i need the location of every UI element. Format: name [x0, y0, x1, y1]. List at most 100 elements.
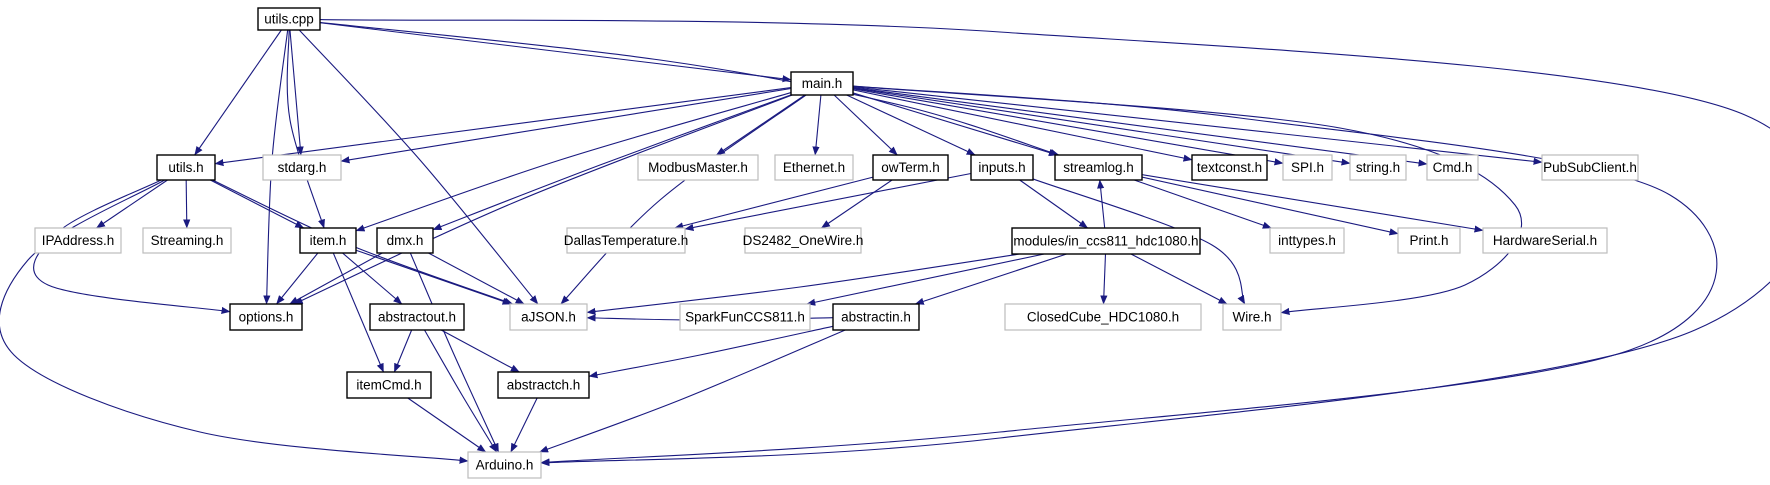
node-box [262, 154, 342, 181]
node-modbusmaster_h: ModbusMaster.h [637, 154, 759, 181]
node-box[interactable] [346, 371, 432, 399]
node-sparkfunccs811_h: SparkFunCCS811.h [679, 303, 811, 331]
node-ipaddress_h: IPAddress.h [34, 227, 122, 254]
node-label: dmx.h [387, 233, 424, 248]
node-box[interactable] [156, 154, 216, 181]
node-box [1426, 154, 1479, 181]
node-streamlog_h[interactable]: streamlog.h [1054, 154, 1143, 181]
edge-dmx_h-to-options_h [289, 252, 383, 305]
edge-utils_cpp-to-stdarg_h [289, 29, 304, 156]
edges-layer [0, 19, 1770, 467]
edge-main_h-to-ajson_h [560, 94, 807, 305]
edge-main_h-to-arduino_h [540, 85, 1718, 466]
node-options_h[interactable]: options.h [229, 303, 303, 331]
node-label: options.h [239, 310, 294, 325]
node-inputs_h[interactable]: inputs.h [970, 154, 1034, 181]
node-modules_in_ccs811_hdc1080_h[interactable]: modules/in_ccs811_hdc1080.h [1011, 227, 1201, 255]
node-ethernet_h: Ethernet.h [774, 154, 854, 181]
node-label: Cmd.h [1433, 160, 1473, 175]
edge-item_h-to-itemcmd_h [332, 252, 385, 373]
node-label: modules/in_ccs811_hdc1080.h [1013, 234, 1198, 249]
edge-main_h-to-inputs_h [846, 94, 976, 156]
edge-modules_in_ccs811_hdc1080_h-to-closedcube_hdc1080_h [1100, 253, 1108, 305]
node-box[interactable] [229, 303, 303, 331]
node-box[interactable] [257, 7, 321, 31]
node-label: inputs.h [978, 160, 1025, 175]
node-label: textconst.h [1197, 160, 1262, 175]
node-box [1349, 154, 1407, 181]
edge-main_h-to-textconst_h [852, 89, 1193, 162]
node-string_h: string.h [1349, 154, 1407, 181]
node-textconst_h[interactable]: textconst.h [1191, 154, 1268, 181]
node-box [34, 227, 122, 254]
node-box[interactable] [369, 303, 465, 331]
edge-inputs_h-to-dallastemperature_h [684, 172, 972, 231]
node-box [1397, 227, 1461, 254]
edge-modules_in_ccs811_hdc1080_h-to-streamlog_h [1097, 179, 1106, 229]
edge-main_h-to-stdarg_h [340, 87, 792, 164]
node-label: utils.cpp [264, 12, 314, 27]
node-box [1482, 227, 1608, 254]
node-box[interactable] [1191, 154, 1268, 181]
node-label: inttypes.h [1278, 233, 1336, 248]
node-label: abstractin.h [841, 310, 911, 325]
node-label: Ethernet.h [783, 160, 845, 175]
node-abstractin_h[interactable]: abstractin.h [832, 303, 920, 331]
node-box[interactable] [1054, 154, 1143, 181]
node-box[interactable] [497, 371, 590, 399]
node-item_h[interactable]: item.h [299, 227, 357, 254]
node-box [1004, 303, 1202, 331]
node-box[interactable] [970, 154, 1034, 181]
edge-utils_h-to-streaming_h [183, 179, 191, 229]
node-label: DS2482_OneWire.h [743, 233, 864, 248]
edge-main_h-to-spi_h [852, 88, 1284, 166]
node-label: ModbusMaster.h [648, 160, 748, 175]
node-utils_cpp[interactable]: utils.cpp [257, 7, 321, 31]
node-box[interactable] [299, 227, 357, 254]
node-box [744, 227, 862, 254]
edge-item_h-to-abstractout_h [342, 252, 403, 305]
edge-utils_cpp-to-ajson_h [298, 29, 539, 305]
node-box[interactable] [376, 227, 434, 254]
node-box [1282, 154, 1333, 181]
node-label: Arduino.h [476, 458, 534, 473]
node-itemcmd_h[interactable]: itemCmd.h [346, 371, 432, 399]
node-box [566, 227, 686, 254]
node-dallastemperature_h: DallasTemperature.h [564, 227, 689, 254]
node-box[interactable] [872, 154, 949, 181]
node-utils_h[interactable]: utils.h [156, 154, 216, 181]
node-box [637, 154, 759, 181]
edge-main_h-to-owterm_h [833, 94, 898, 156]
node-label: itemCmd.h [356, 378, 421, 393]
edge-abstractin_h-to-abstractch_h [588, 325, 834, 379]
node-box[interactable] [1011, 227, 1201, 255]
node-label: ClosedCube_HDC1080.h [1027, 310, 1179, 325]
node-label: SparkFunCCS811.h [685, 310, 805, 325]
node-owterm_h[interactable]: owTerm.h [872, 154, 949, 181]
edge-dmx_h-to-arduino_h [409, 252, 500, 453]
node-label: DallasTemperature.h [564, 233, 689, 248]
node-box [1269, 227, 1345, 254]
node-abstractch_h[interactable]: abstractch.h [497, 371, 590, 399]
edge-utils_cpp-to-arduino_h [319, 19, 1770, 467]
edge-utils_h-to-item_h [210, 179, 305, 229]
node-abstractout_h[interactable]: abstractout.h [369, 303, 465, 331]
node-label: main.h [802, 76, 843, 91]
edge-modules_in_ccs811_hdc1080_h-to-abstractin_h [914, 253, 1067, 305]
node-box[interactable] [790, 71, 854, 96]
edge-modules_in_ccs811_hdc1080_h-to-sparkfunccs811_h [806, 253, 1045, 306]
node-box [1222, 303, 1282, 331]
node-label: item.h [310, 233, 347, 248]
edge-main_h-to-modbusmaster_h [716, 94, 806, 156]
node-label: SPI.h [1291, 160, 1324, 175]
node-streaming_h: Streaming.h [142, 227, 232, 254]
edge-abstractout_h-to-arduino_h [424, 329, 498, 453]
node-box[interactable] [832, 303, 920, 331]
node-main_h[interactable]: main.h [790, 71, 854, 96]
node-dmx_h[interactable]: dmx.h [376, 227, 434, 254]
node-wire_h: Wire.h [1222, 303, 1282, 331]
edge-utils_cpp-to-streamlog_h [319, 21, 1060, 156]
